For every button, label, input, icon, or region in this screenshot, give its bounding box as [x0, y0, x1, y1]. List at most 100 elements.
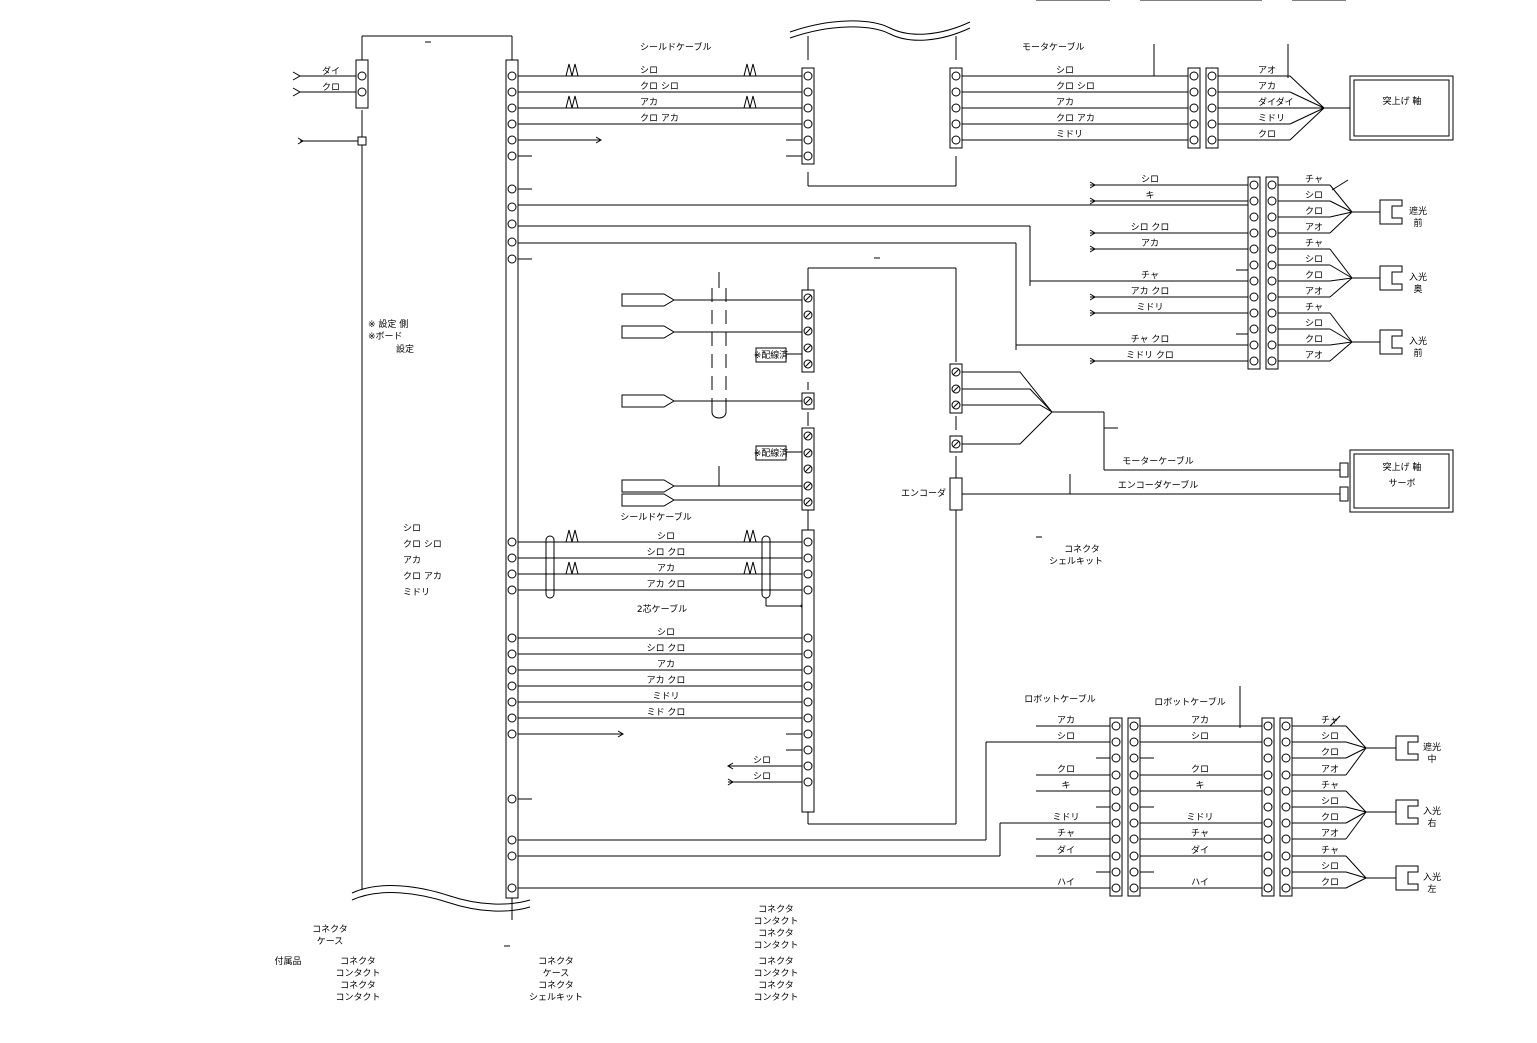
- shield-terminal-block-pin: [803, 135, 813, 145]
- robot-fan-wire: [1345, 741, 1367, 749]
- sensor-name-label: 遮光: [1409, 205, 1427, 217]
- robot-fan-wire: [1345, 877, 1367, 889]
- robot-block-b-pin: [1129, 753, 1139, 763]
- sensor-terminal-block-b: [1265, 176, 1279, 370]
- motor-relay-block-b-pin: [1207, 119, 1217, 129]
- motor-terminal-block-pin: [951, 71, 961, 81]
- robot-block-a-pin: [1111, 851, 1121, 861]
- robot-block-a-pin: [1111, 753, 1121, 763]
- photo-sensor-icon: [1395, 735, 1419, 761]
- accessory-label: 付属品: [274, 956, 301, 967]
- lower-terminal-pin: [803, 553, 813, 563]
- terminal-screw: [804, 327, 812, 335]
- board-note: 設定: [396, 343, 414, 355]
- main-terminal-pin: [507, 184, 517, 194]
- robot-mid-label: ミドリ: [1186, 813, 1213, 823]
- main-terminal-pin: [507, 835, 517, 845]
- sensor-in-label: アカ: [1141, 238, 1159, 249]
- main-terminal-pin: [507, 537, 517, 547]
- robot-block-b-pin: [1129, 867, 1139, 877]
- sensor-terminal-block-b-pin: [1267, 292, 1277, 302]
- sensor-fan-wire: [1329, 341, 1353, 346]
- terminal-screw: [804, 482, 812, 490]
- sensor-fan-wire: [1329, 200, 1353, 213]
- robot-block-a-pin: [1111, 867, 1121, 877]
- stub-arrow: [617, 730, 624, 738]
- robot-block-b-pin: [1129, 802, 1139, 812]
- photo-sensor-icon: [1379, 265, 1403, 291]
- bottom-list-label: シェルキット: [529, 993, 583, 1003]
- sensor-in-arrow: [1089, 229, 1096, 237]
- sensor-in-label: シロ: [1141, 175, 1159, 185]
- sensor-fan-wire: [1329, 328, 1353, 343]
- lower-terminal-pin: [803, 745, 813, 755]
- robot-mid-label: キ: [1195, 781, 1204, 791]
- sensor-terminal-block-a-pin: [1249, 196, 1259, 206]
- robot-block-a-pin: [1111, 721, 1121, 731]
- robot-block-d-pin: [1281, 721, 1291, 731]
- sensor-fan-wire: [1329, 341, 1353, 362]
- lower-wire-label: シロ クロ: [647, 643, 686, 654]
- motor-wire-label: クロ シロ: [1056, 81, 1095, 92]
- sensor-terminal-block-b-pin: [1267, 244, 1277, 254]
- terminal-screw: [804, 294, 812, 302]
- encoder-label: エンコーダ: [901, 487, 946, 499]
- bottom-list-label: コンタクト: [753, 940, 798, 951]
- robot-block-a-pin: [1111, 834, 1121, 844]
- sensor-fan-wire: [1329, 277, 1353, 282]
- sensor-terminal-block-a-pin: [1249, 212, 1259, 222]
- motor-cable-label: モーターケーブル: [1122, 455, 1193, 467]
- robot-in-label: シロ: [1057, 732, 1075, 742]
- shield-wire-label: クロ アカ: [640, 113, 679, 124]
- wire-crossover: [565, 561, 579, 575]
- terminal-screw: [952, 401, 960, 409]
- motor-relay-block-a-pin: [1189, 71, 1199, 81]
- wire-crossover: [743, 561, 757, 575]
- motor-out-label: ダイダイ: [1258, 96, 1294, 108]
- plug-icon: [621, 479, 675, 493]
- motor-relay-block-a-pin: [1189, 87, 1199, 97]
- wire-crossover: [565, 63, 579, 77]
- robot-block-d-pin: [1281, 753, 1291, 763]
- main-terminal-pin: [507, 697, 517, 707]
- connector-label: シェルキット: [1049, 557, 1103, 567]
- sensor-name-label: 左: [1427, 883, 1436, 895]
- wire-color-list: シロ: [403, 524, 421, 534]
- robot-block-d-pin: [1281, 851, 1291, 861]
- sensor-fan-wire: [1329, 264, 1353, 279]
- sensor-in-arrow: [1089, 197, 1096, 205]
- sensor-terminal-block-b-pin: [1267, 212, 1277, 222]
- shield-cable-label: シールドケーブル: [620, 511, 691, 523]
- shield-terminal-block-pin: [803, 103, 813, 113]
- robot-block-c-pin: [1263, 802, 1273, 812]
- robot-block-c-pin: [1263, 770, 1273, 780]
- robot-block-c-pin: [1263, 786, 1273, 796]
- sensor-fan-wire: [1329, 248, 1353, 279]
- sensor-name-label: 前: [1413, 347, 1422, 359]
- bottom-list-label: ケース: [543, 968, 570, 979]
- terminal-screw: [804, 344, 812, 352]
- wire-crossover: [743, 529, 757, 543]
- sensor-in-arrow: [1089, 357, 1096, 365]
- robot-out-label: アオ: [1321, 764, 1339, 775]
- wire-crossover: [743, 63, 757, 77]
- sensor-terminal-block-a: [1247, 176, 1261, 370]
- sensor-terminal-block-b-pin: [1267, 276, 1277, 286]
- motor-out-label: アカ: [1258, 81, 1276, 92]
- sensor-terminal-block-a-pin: [1249, 340, 1259, 350]
- robot-fan-wire: [1345, 811, 1367, 840]
- robot-out-label: アオ: [1321, 0, 1339, 3]
- sensor-terminal-block-b-pin: [1267, 260, 1277, 270]
- robot-fan-wire: [1345, 855, 1367, 879]
- robot-block-b-pin: [1129, 786, 1139, 796]
- lower-terminal-pin: [803, 665, 813, 675]
- robot-block-b-pin: [1129, 851, 1139, 861]
- sensor-in-label: キ: [1145, 191, 1154, 201]
- sensor-out-label: クロ: [1305, 334, 1323, 345]
- main-terminal-pin: [507, 103, 517, 113]
- sensor-out-label: シロ: [1305, 255, 1323, 265]
- sensor-in-arrow: [1089, 293, 1096, 301]
- robot-block-d-pin: [1281, 883, 1291, 893]
- main-terminal-pin: [507, 729, 517, 739]
